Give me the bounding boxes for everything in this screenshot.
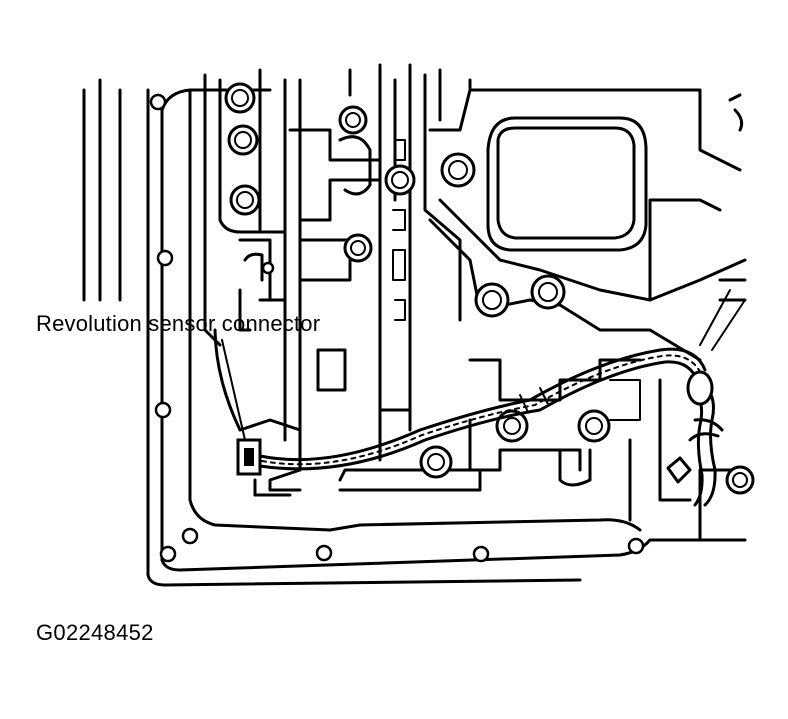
housing-outline [82, 78, 747, 587]
oil-pan-gasket [428, 68, 747, 362]
revolution-sensor-connector [236, 438, 262, 476]
lower-casting [338, 358, 692, 522]
bolts [224, 82, 755, 495]
figure-id: G02248452 [36, 620, 154, 645]
small-holes [149, 93, 645, 563]
callout-leader [221, 339, 246, 441]
callout-label: Revolution sensor connector [36, 311, 321, 336]
sensor-wire-harness [258, 289, 746, 507]
